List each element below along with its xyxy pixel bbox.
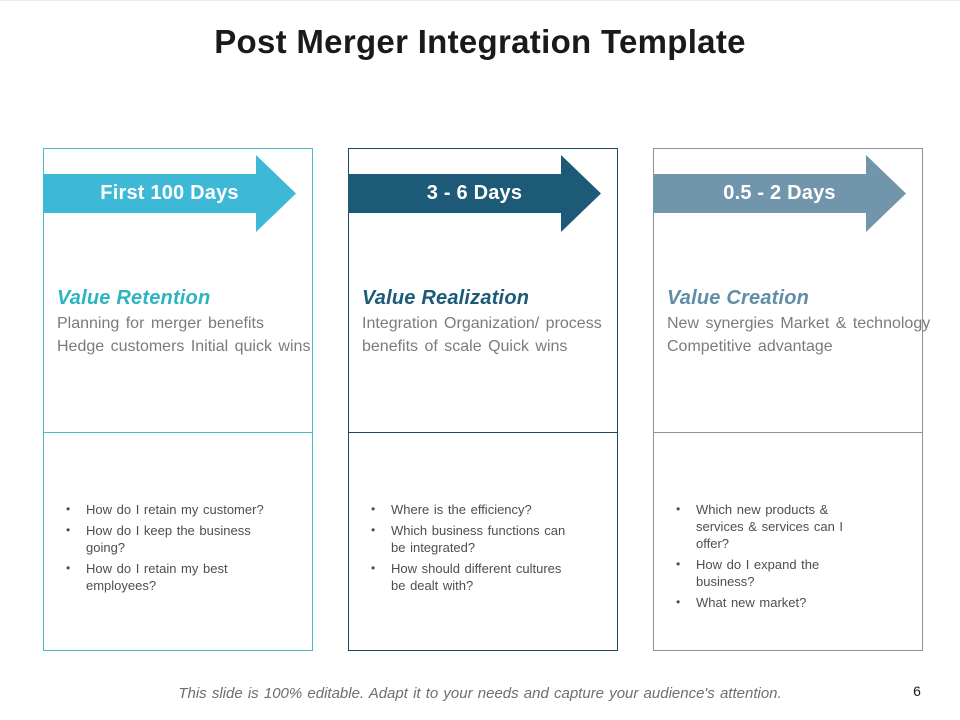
- question-text: How do I retain my best employees?: [86, 561, 228, 593]
- stage-column-3-6-days: 3 - 6 Days Value Realization Integration…: [348, 148, 618, 651]
- stage-duration-label: 0.5 - 2 Days: [723, 182, 836, 204]
- timeline-arrow: First 100 Days: [43, 155, 296, 232]
- question-text: Which business functions can be integrat…: [391, 523, 566, 555]
- question-text: Where is the efficiency?: [391, 502, 532, 517]
- question-list: • How do I retain my customer? • How do …: [66, 501, 270, 598]
- stage-heading: Value Creation: [667, 287, 810, 309]
- arrow-body-shape: [43, 174, 256, 213]
- stage-description-line: Planning for merger benefits: [57, 315, 264, 332]
- bullet-icon: •: [371, 561, 376, 575]
- question-text: How do I keep the business going?: [86, 523, 251, 555]
- list-item: • What new market?: [676, 594, 880, 611]
- stage-panel-bottom: • Which new products & services & servic…: [653, 433, 923, 651]
- stage-duration-label: 3 - 6 Days: [426, 182, 523, 204]
- stage-duration-label: First 100 Days: [100, 182, 239, 204]
- question-text: How do I expand the business?: [696, 557, 820, 589]
- arrow-body-shape: [653, 174, 866, 213]
- stage-description-line: Hedge customers Initial quick wins: [57, 338, 311, 355]
- arrow-body-shape: [348, 174, 561, 213]
- bullet-icon: •: [66, 561, 71, 575]
- list-item: • Where is the efficiency?: [371, 501, 575, 518]
- list-item: • How do I retain my customer?: [66, 501, 270, 518]
- list-item: • How should different cultures be dealt…: [371, 560, 575, 594]
- question-text: How do I retain my customer?: [86, 502, 264, 517]
- stage-heading: Value Realization: [362, 287, 530, 309]
- bullet-icon: •: [371, 502, 376, 516]
- stage-heading: Value Retention: [57, 287, 211, 309]
- question-text: How should different cultures be dealt w…: [391, 561, 562, 593]
- question-list: • Where is the efficiency? • Which busin…: [371, 501, 575, 598]
- list-item: • How do I keep the business going?: [66, 522, 270, 556]
- stage-column-first-100-days: First 100 Days Value Retention Planning …: [43, 148, 313, 651]
- stage-panel-bottom: • Where is the efficiency? • Which busin…: [348, 433, 618, 651]
- list-item: • How do I expand the business?: [676, 556, 880, 590]
- footer-note: This slide is 100% editable. Adapt it to…: [178, 685, 782, 702]
- stage-panel-bottom: • How do I retain my customer? • How do …: [43, 433, 313, 651]
- page-title: Post Merger Integration Template: [214, 23, 746, 60]
- stage-column-05-2-days: 0.5 - 2 Days Value Creation New synergie…: [653, 148, 931, 651]
- list-item: • Which new products & services & servic…: [676, 501, 880, 552]
- question-text: Which new products & services & services…: [696, 502, 844, 551]
- timeline-arrow: 0.5 - 2 Days: [653, 155, 906, 232]
- timeline-arrow: 3 - 6 Days: [348, 155, 601, 232]
- stage-text-block: Value Retention Planning for merger bene…: [57, 287, 311, 358]
- stage-description-line: Competitive advantage: [667, 338, 833, 355]
- bullet-icon: •: [371, 523, 376, 537]
- page-number: 6: [905, 683, 929, 699]
- stage-text-block: Value Creation New synergies Market & te…: [667, 287, 931, 358]
- stage-text-block: Value Realization Integration Organizati…: [362, 287, 612, 358]
- question-text: What new market?: [696, 595, 807, 610]
- bullet-icon: •: [66, 502, 71, 516]
- bullet-icon: •: [676, 557, 681, 571]
- stage-panel-top: 3 - 6 Days Value Realization Integration…: [348, 148, 618, 433]
- stage-description-line: Integration Organization/ process: [362, 315, 602, 332]
- stage-panel-top: First 100 Days Value Retention Planning …: [43, 148, 313, 433]
- bullet-icon: •: [66, 523, 71, 537]
- list-item: • Which business functions can be integr…: [371, 522, 575, 556]
- question-list: • Which new products & services & servic…: [676, 501, 880, 615]
- bullet-icon: •: [676, 595, 681, 609]
- list-item: • How do I retain my best employees?: [66, 560, 270, 594]
- bullet-icon: •: [676, 502, 681, 516]
- stage-panel-top: 0.5 - 2 Days Value Creation New synergie…: [653, 148, 931, 433]
- stage-description-line: benefits of scale Quick wins: [362, 338, 568, 355]
- stage-description-line: New synergies Market & technology: [667, 315, 931, 332]
